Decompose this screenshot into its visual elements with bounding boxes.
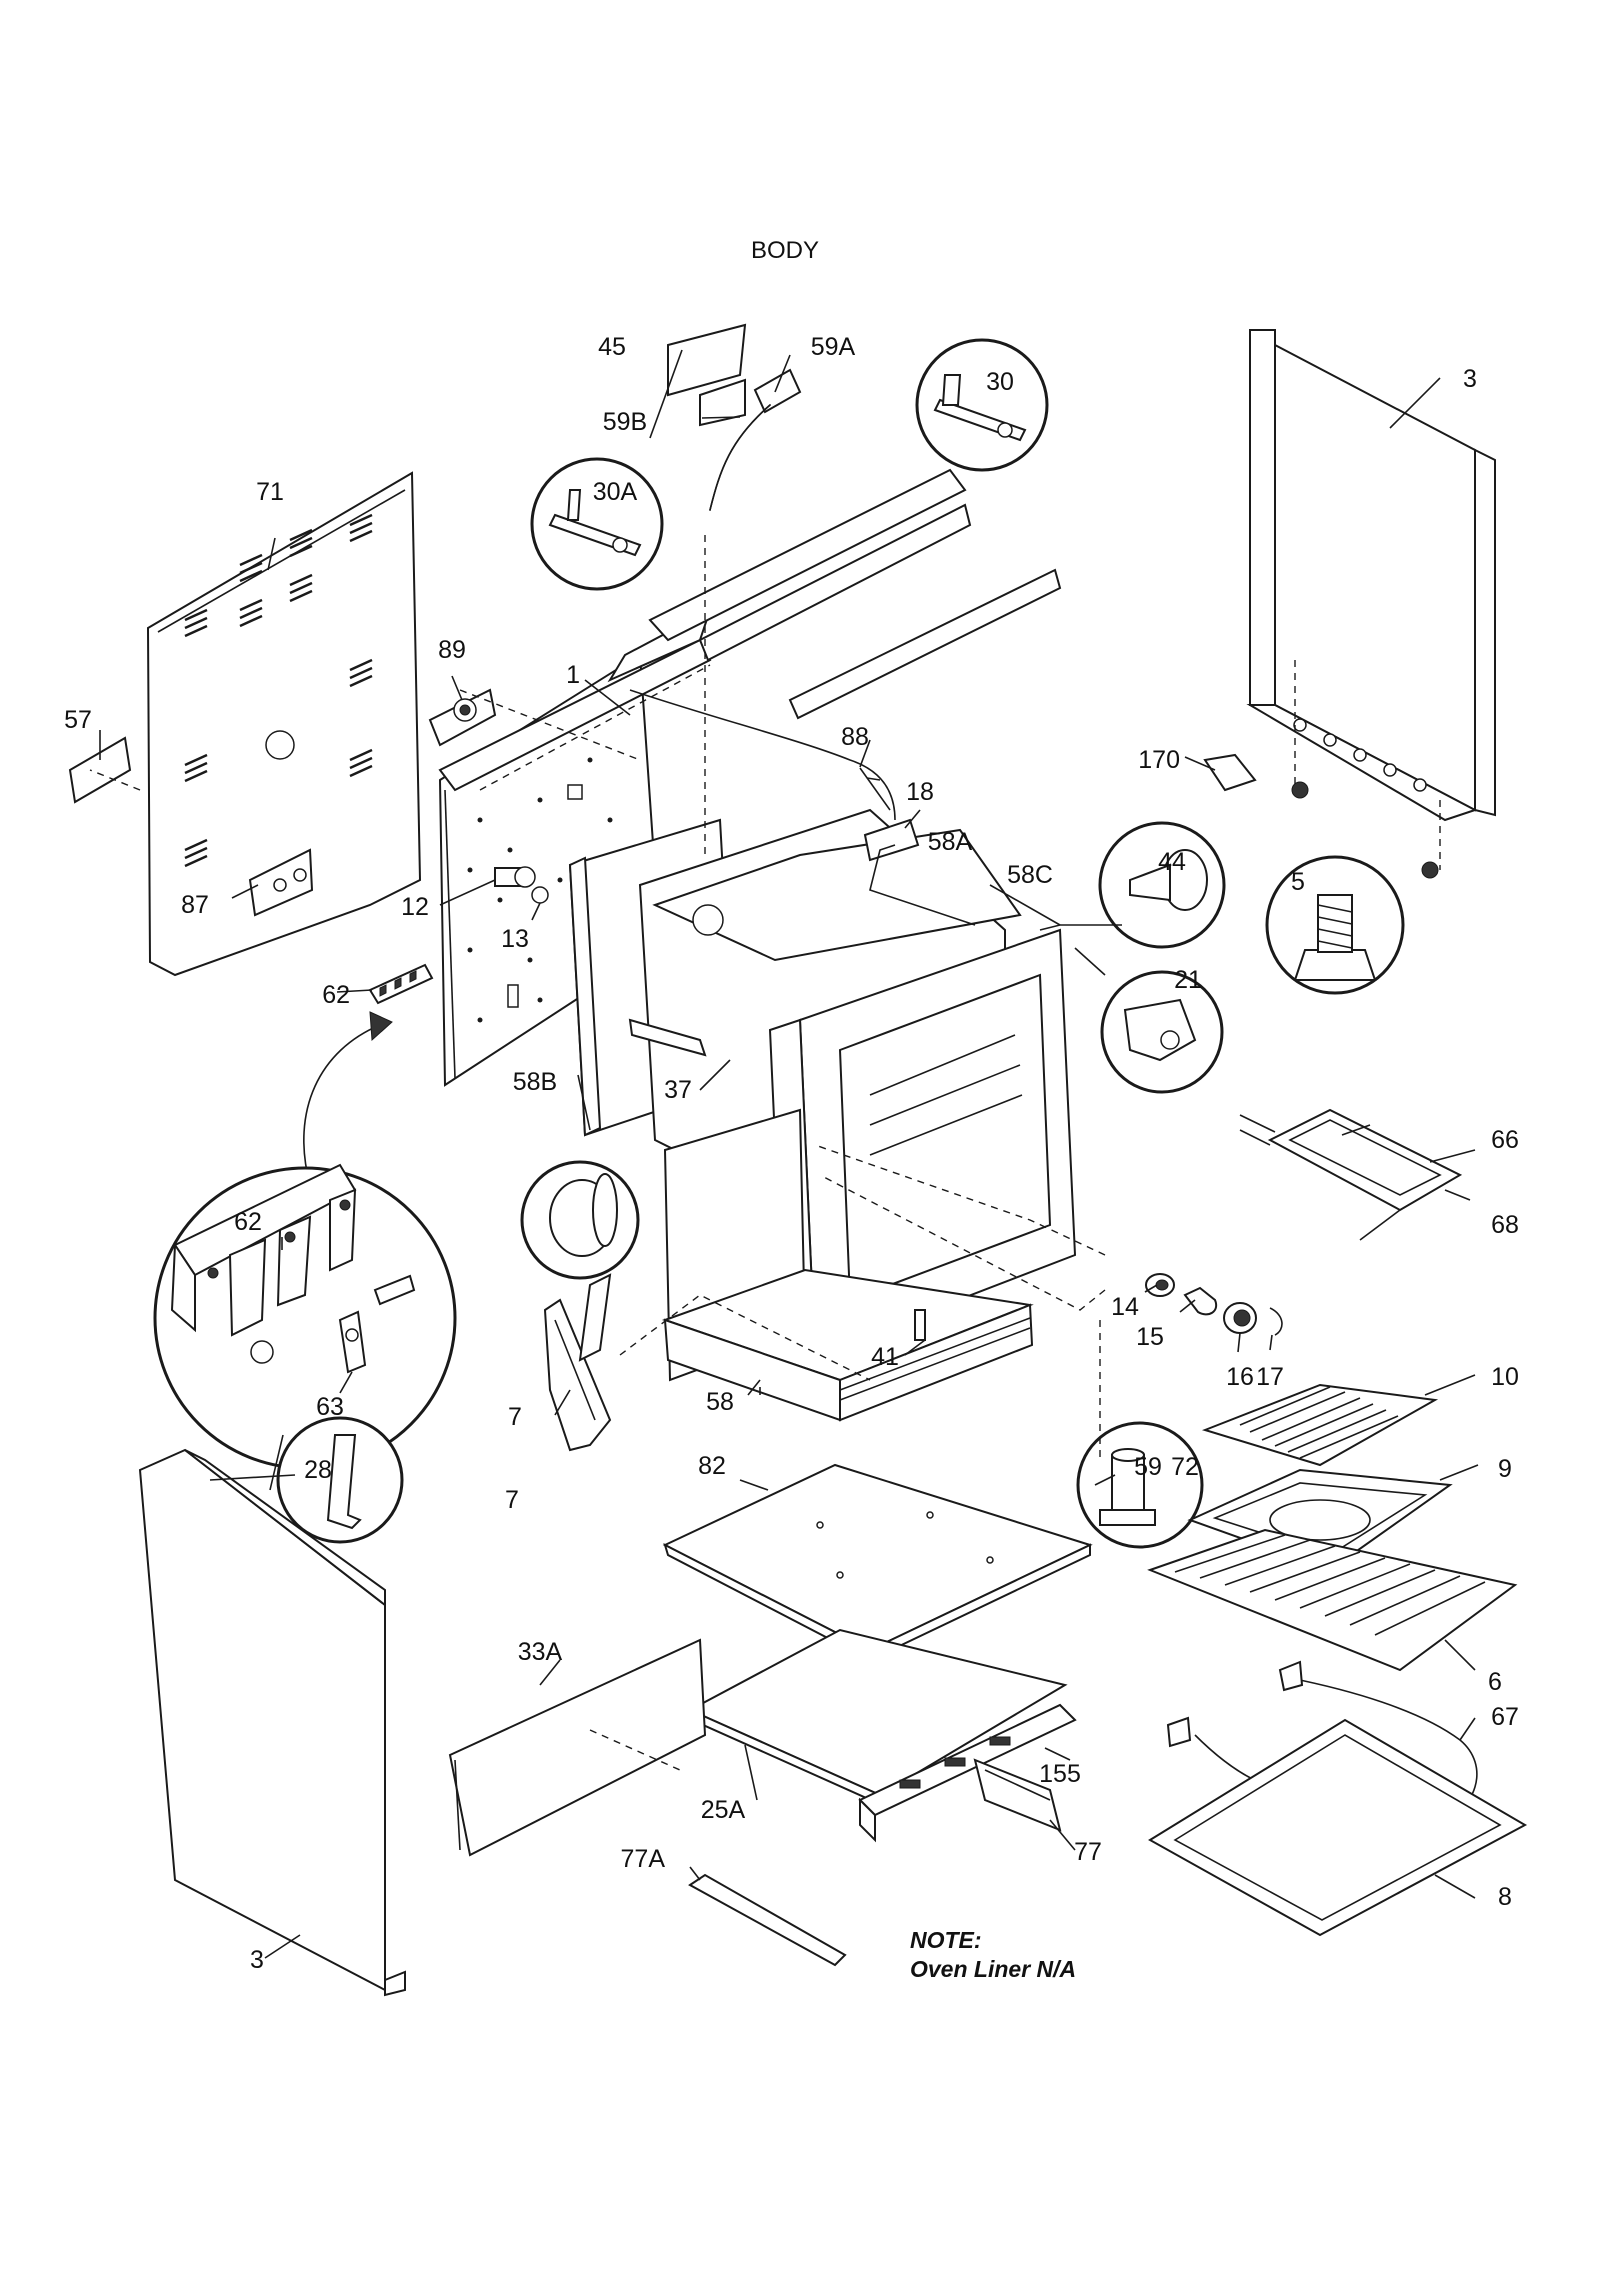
clip-detail [1100,970,1224,1094]
part-label: 21 [1174,966,1202,994]
slide-rail [973,1758,1062,1832]
rail-bracket [688,1873,847,1967]
leveler-bolts [1291,781,1439,879]
curved-arrow [303,1024,381,1186]
bracket [863,818,920,862]
part-label: 3 [250,1946,264,1974]
clip-detail [276,1416,404,1544]
part-label: 170 [1138,746,1180,774]
part-label: 28 [304,1456,332,1484]
part-label: 33A [518,1638,563,1666]
part-label: 9 [1498,1455,1512,1483]
part-label: 58C [1007,861,1053,889]
part-label: 89 [438,636,466,664]
part-label: 72 [1171,1453,1199,1481]
part-label: 59 [1134,1453,1162,1481]
part-label: 30A [593,478,638,506]
hinge-detail [1076,1421,1204,1549]
note-text: Oven Liner N/A [910,1956,1076,1982]
part-label: 1 [566,661,580,689]
part-label: 71 [256,478,284,506]
part-label: 59A [811,333,856,361]
part-label: 77A [621,1845,666,1873]
part-label: 14 [1111,1293,1139,1321]
note-heading: NOTE: [910,1927,982,1953]
part-label: 77 [1074,1838,1102,1866]
broil-element [1239,1108,1463,1241]
vent-slots [184,513,373,868]
part-label: 25A [701,1796,746,1824]
part-label: 7 [505,1486,519,1514]
part-label: 155 [1039,1760,1081,1788]
part-label: 67 [1491,1703,1519,1731]
part-label: 41 [871,1343,899,1371]
part-label: 58A [928,828,973,856]
part-label: 15 [1136,1323,1164,1351]
part-label: 10 [1491,1363,1519,1391]
part-label: 87 [181,891,209,919]
part-label: 57 [64,706,92,734]
diagram-title: BODY [751,237,819,264]
terminal-block [368,963,434,1005]
hinge-arm [543,1273,612,1452]
bottom-panel [1148,1718,1528,1937]
part-label: 18 [906,778,934,806]
part-label: 82 [698,1452,726,1480]
part-label: 5 [1291,868,1305,896]
broil-pan-insert [1201,1383,1439,1467]
part-label: 62 [234,1208,262,1236]
part-label: 8 [1498,1883,1512,1911]
part-label: 37 [664,1076,692,1104]
leader-lines [99,349,1479,1959]
part-label: 3 [1463,365,1477,393]
part-label: 7 [508,1403,522,1431]
part-label: 58 [706,1388,734,1416]
part-label: 68 [1491,1211,1519,1239]
part-label: 58B [513,1068,557,1096]
part-label: 44 [1158,848,1186,876]
part-label: 13 [501,925,529,953]
part-label: 59B [603,408,647,436]
part-labels: 1 3 3 5 6 7 7 8 9 10 12 13 14 15 16 17 1… [64,333,1519,1974]
cover-plate [68,736,132,804]
part-label: 6 [1488,1668,1502,1696]
note: NOTE: Oven Liner N/A [910,1927,1076,1982]
wire [629,689,896,821]
part-label: 66 [1491,1126,1519,1154]
top-brackets [648,323,1062,720]
knob-detail [1098,821,1226,949]
brace [628,1018,707,1057]
oven-bottom [662,1463,1093,1662]
oven-rack [1147,1528,1518,1672]
part-label: 12 [401,893,429,921]
switch [494,866,536,888]
part-label: 17 [1256,1363,1284,1391]
part-label: 88 [841,723,869,751]
alignment-lines [89,535,1441,1771]
leveler-detail [1265,855,1405,995]
part-label: 30 [986,368,1014,396]
drawer-front-bracket [858,1703,1077,1843]
bracket-detail [915,338,1049,472]
part-label: 45 [598,333,626,361]
oven-cavity [568,808,1077,1422]
side-panel [1246,329,1496,822]
bracket-detail [530,457,664,591]
bracket [428,688,497,747]
side-panel [138,1448,406,1997]
lamp-assembly [1145,1273,1283,1336]
drawer-rail [448,1638,707,1857]
grommet-detail [520,1160,640,1280]
part-label: 63 [316,1393,344,1421]
part-label: 62 [322,981,350,1009]
terminal-block-detail [153,1163,457,1470]
leveler-bracket [1203,753,1257,792]
rear-panel [146,471,422,977]
washer [531,886,549,904]
part-label: 16 [1226,1363,1254,1391]
clip [914,1309,926,1341]
